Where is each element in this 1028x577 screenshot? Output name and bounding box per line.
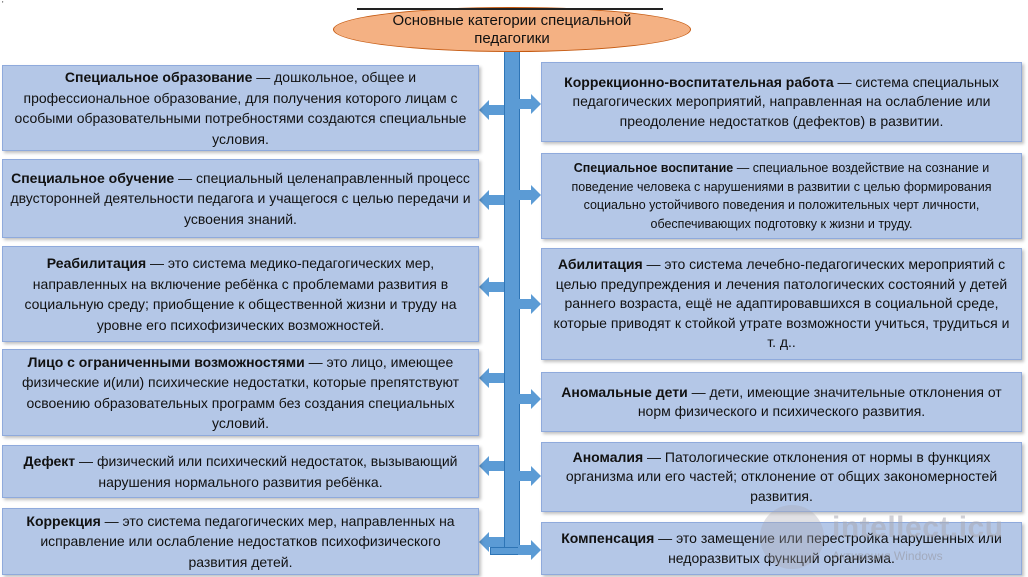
card-defect: Дефект — физический или психический недо…	[2, 445, 479, 498]
card-term: Специальное обучение	[11, 169, 175, 186]
card-abnormal-children: Аномальные дети — дети, имеющие значител…	[541, 372, 1022, 432]
arrow-left-3	[479, 277, 504, 297]
card-definition: — Патологические отклонения от нормы в ф…	[565, 448, 998, 504]
card-definition: — это система медико-педагогических мер,…	[24, 255, 457, 333]
title-top-line	[357, 8, 663, 10]
diagram-title-text: Основные категории специальной педагогик…	[392, 11, 632, 47]
watermark-subtext: Активация Windows	[832, 549, 943, 563]
card-definition: — это система лечебно-педагогических мер…	[553, 256, 1010, 351]
card-definition: — дети, имеющие значительные отклонения …	[637, 383, 1002, 420]
watermark: intellect.icu Активация Windows	[760, 505, 1022, 575]
arrow-right-3	[518, 294, 541, 314]
card-limited-abilities: Лицо с ограниченными возможностями — это…	[2, 349, 479, 436]
corner-mark: '	[2, 0, 4, 9]
card-habilitation: Абилитация — это система лечебно-педагог…	[541, 248, 1022, 360]
arrow-right-6	[518, 540, 541, 560]
card-definition: — специальный целенаправленный процесс д…	[10, 169, 471, 227]
card-term: Коррекция	[26, 512, 101, 529]
card-special-education: Специальное образование — дошкольное, об…	[2, 65, 479, 151]
card-definition: — это замещение или перестройка нарушенн…	[654, 530, 1002, 566]
arrow-left-6	[479, 532, 504, 552]
card-definition: — система специальных педагогических мер…	[572, 73, 999, 129]
card-definition: — это система педагогических мер, направ…	[40, 512, 455, 570]
card-term: Дефект	[23, 453, 76, 469]
card-term: Аномалия	[572, 448, 644, 465]
card-special-training: Специальное обучение — специальный целен…	[2, 159, 479, 238]
card-definition: — физический или психический недостаток,…	[75, 453, 458, 490]
card-term: Аномальные дети	[561, 383, 688, 400]
arrow-left-2	[479, 190, 504, 210]
watermark-logo-icon	[760, 505, 824, 569]
card-term: Коррекционно-воспитательная работа	[564, 73, 834, 90]
arrow-right-2	[518, 185, 541, 205]
arrow-right-5	[518, 466, 541, 486]
card-term: Реабилитация	[46, 255, 147, 271]
card-correctional-work: Коррекционно-воспитательная работа — сис…	[541, 62, 1022, 142]
card-definition: — специальное воздействие на сознание и …	[571, 161, 992, 231]
card-rehabilitation: Реабилитация — это система медико-педаго…	[2, 246, 479, 342]
card-term: Специальное образование	[64, 69, 253, 85]
card-definition: — это лицо, имеющее физические и(или) пс…	[21, 353, 460, 432]
arrow-left-1	[479, 100, 504, 120]
diagram-title: Основные категории специальной педагогик…	[333, 7, 691, 52]
arrow-right-1	[518, 94, 541, 114]
card-term: Специальное воспитание	[573, 161, 734, 175]
arrow-left-5	[479, 456, 504, 476]
arrow-right-4	[518, 389, 541, 409]
card-term: Абилитация	[557, 256, 643, 273]
watermark-brand: intellect.icu	[832, 511, 1004, 544]
card-compensation: Компенсация — это замещение или перестро…	[541, 522, 1022, 575]
arrow-left-4	[479, 368, 504, 388]
card-correction: Коррекция — это система педагогических м…	[2, 508, 479, 575]
card-term: Лицо с ограниченными возможностями	[27, 353, 305, 370]
card-term: Компенсация	[561, 530, 655, 546]
card-special-upbringing: Специальное воспитание — специальное воз…	[541, 153, 1022, 239]
card-definition: — дошкольное, общее и профессиональное о…	[14, 69, 467, 147]
card-anomaly: Аномалия — Патологические отклонения от …	[541, 442, 1022, 512]
